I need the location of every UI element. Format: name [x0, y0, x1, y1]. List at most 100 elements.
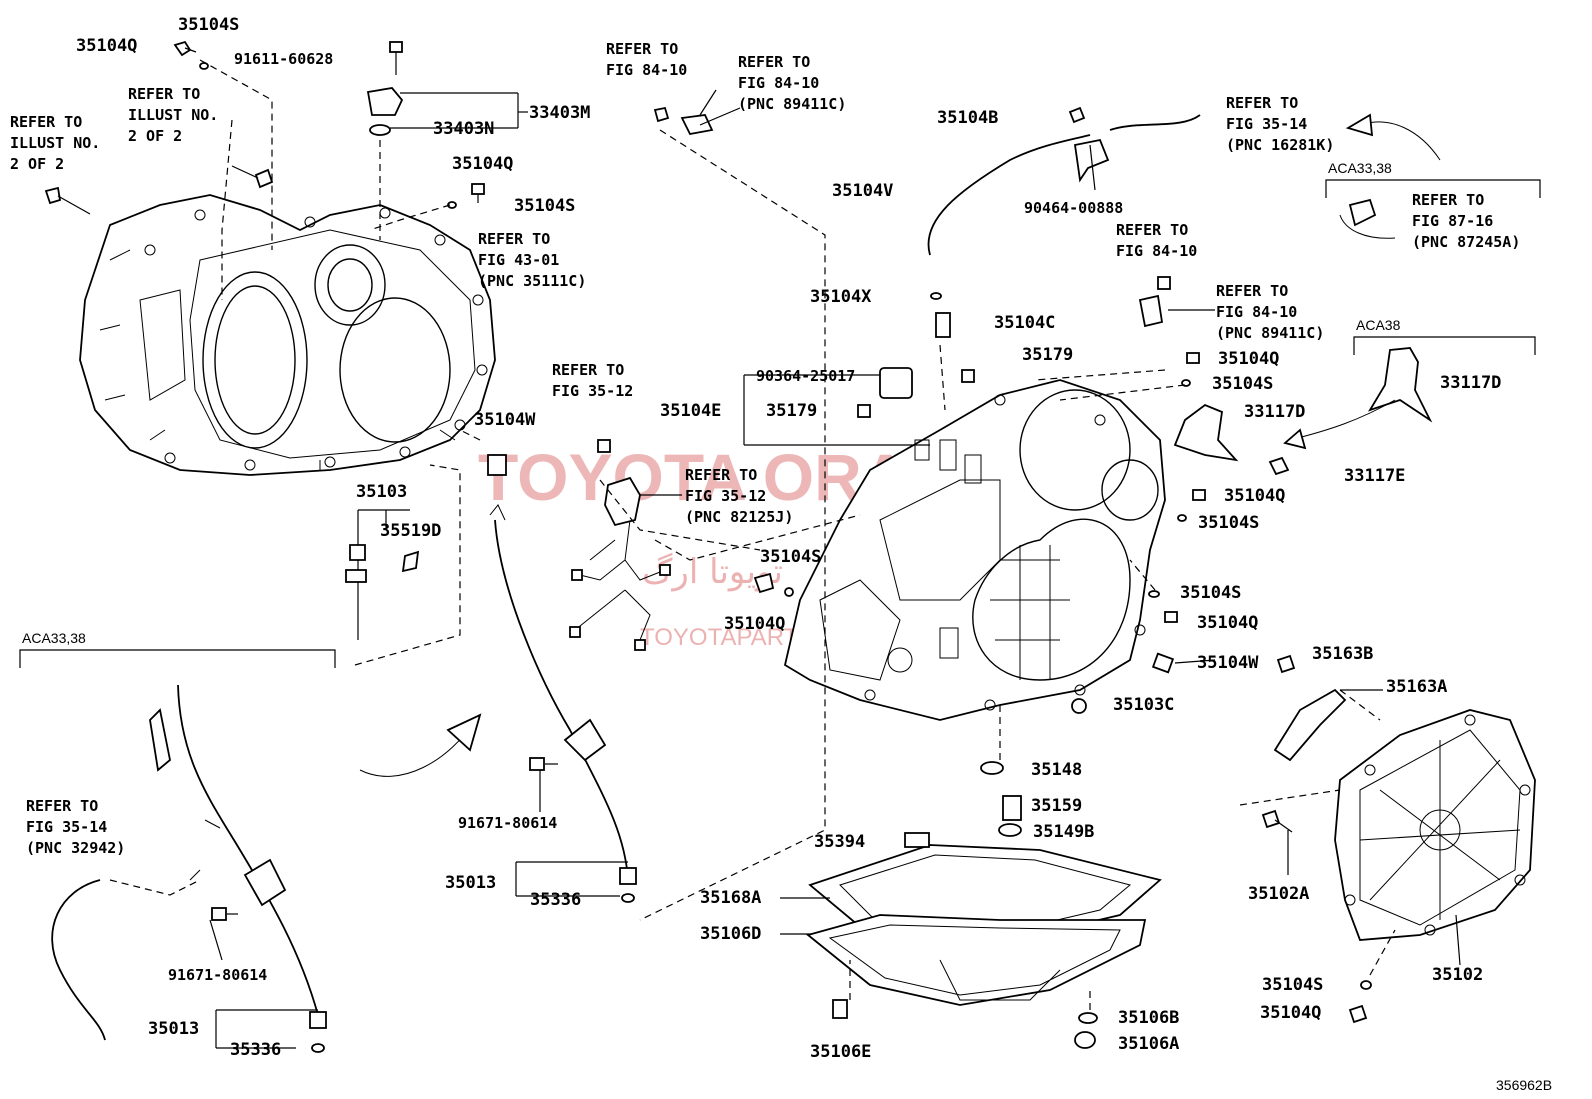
ref-note: FIG 35-14	[1226, 115, 1307, 133]
part-label: 35104S	[1198, 513, 1259, 533]
small-parts	[44, 40, 1433, 1053]
part-label: 35148	[1031, 760, 1082, 780]
part-label: 35106D	[700, 924, 761, 944]
part-label: 35149B	[1033, 822, 1094, 842]
ref-note: (PNC 35111C)	[478, 272, 586, 290]
ref-note: REFER TO	[1226, 94, 1298, 112]
part-label: 35394	[814, 832, 865, 852]
part-label: 35159	[1031, 796, 1082, 816]
part-label: 33117D	[1244, 402, 1305, 422]
part-label: 35104C	[994, 313, 1055, 333]
ref-note: REFER TO	[128, 85, 200, 103]
ref-note: FIG 35-14	[26, 818, 107, 836]
ref-note: ILLUST NO.	[128, 106, 218, 124]
part-label: 91611-60628	[234, 50, 333, 68]
part-label: 35104Q	[452, 154, 513, 174]
part-label: 35336	[230, 1040, 281, 1060]
ref-note: (PNC 82125J)	[685, 508, 793, 526]
part-label: 35103C	[1113, 695, 1174, 715]
part-label: 90464-00888	[1024, 199, 1123, 217]
part-label: 35106E	[810, 1042, 871, 1062]
part-labels: 35104Q 35104S 91611-60628 33403M 33403N …	[76, 15, 1501, 1062]
part-label: 35106A	[1118, 1034, 1179, 1054]
ref-note: 2 OF 2	[10, 155, 64, 173]
side-cover-drawing	[1273, 688, 1536, 941]
ref-note: FIG 35-12	[552, 382, 633, 400]
ref-note: REFER TO	[26, 797, 98, 815]
part-label: 35104Q	[1197, 613, 1258, 633]
part-label: 35104V	[832, 181, 893, 201]
part-label: 35104Q	[1260, 1003, 1321, 1023]
dipstick-tube-center	[489, 504, 637, 885]
oil-pan-drawing	[806, 832, 1162, 1006]
ref-note: 2 OF 2	[128, 127, 182, 145]
part-label: 35102	[1432, 965, 1483, 985]
breather-hose-left	[51, 879, 106, 1041]
ref-note: REFER TO	[738, 53, 810, 71]
ref-note: (PNC 32942)	[26, 839, 125, 857]
ref-note: ILLUST NO.	[10, 134, 100, 152]
part-label: 35104S	[1262, 975, 1323, 995]
wire-harness	[569, 476, 671, 651]
part-label: 35013	[445, 873, 496, 893]
part-label: 90364-25017	[756, 367, 855, 385]
ref-note: REFER TO	[685, 466, 757, 484]
ref-note: REFER TO	[552, 361, 624, 379]
ref-note: FIG 84-10	[738, 74, 819, 92]
part-label: 35103	[356, 482, 407, 502]
figure-id: 356962B	[1496, 1077, 1552, 1093]
ref-note: FIG 84-10	[1116, 242, 1197, 260]
part-label: 35104S	[514, 196, 575, 216]
ref-note: FIG 35-12	[685, 487, 766, 505]
part-label: 35336	[530, 890, 581, 910]
ref-note: FIG 84-10	[606, 61, 687, 79]
variant-label-right: ACA33,38	[1328, 160, 1392, 176]
dipstick-tube-left	[149, 684, 327, 1029]
part-label: 35104B	[937, 108, 998, 128]
transaxle-housing-drawing	[79, 194, 496, 476]
ref-note: REFER TO	[1216, 282, 1288, 300]
part-label: 35106B	[1118, 1008, 1179, 1028]
flow-arrows	[359, 113, 1441, 777]
part-label: 91671-80614	[458, 814, 557, 832]
ref-note: (PNC 16281K)	[1226, 136, 1334, 154]
part-label: 33117E	[1344, 466, 1405, 486]
ref-note: REFER TO	[1116, 221, 1188, 239]
part-label: 35013	[148, 1019, 199, 1039]
variant-brackets: ACA33,38 ACA33,38 ACA38	[19, 160, 1541, 668]
variant-label-left: ACA33,38	[22, 630, 86, 646]
part-label: 35104Q	[1224, 486, 1285, 506]
part-label: 35104W	[474, 410, 536, 430]
part-label: 35179	[1022, 345, 1073, 365]
part-label: 35102A	[1248, 884, 1309, 904]
variant-label-right2: ACA38	[1356, 317, 1401, 333]
part-label: 35104Q	[76, 36, 137, 56]
ref-note: FIG 87-16	[1412, 212, 1493, 230]
part-label: 35104X	[810, 287, 872, 307]
ref-note: REFER TO	[1412, 191, 1484, 209]
ref-note: REFER TO	[606, 40, 678, 58]
ref-note: REFER TO	[478, 230, 550, 248]
reference-notes: REFER TO ILLUST NO. 2 OF 2 REFER TO ILLU…	[10, 40, 1520, 857]
part-label: 35163B	[1312, 644, 1373, 664]
ref-note: (PNC 89411C)	[738, 95, 846, 113]
ref-note: (PNC 87245A)	[1412, 233, 1520, 251]
part-label: 35104W	[1197, 653, 1259, 673]
ref-note: FIG 43-01	[478, 251, 559, 269]
part-label: 35104E	[660, 401, 721, 421]
part-label: 35163A	[1386, 677, 1447, 697]
part-label: 35104S	[760, 547, 821, 567]
ref-note: REFER TO	[10, 113, 82, 131]
breather-hose-upper	[927, 114, 1201, 256]
part-label: 35168A	[700, 888, 761, 908]
leader-lines	[109, 59, 1461, 1049]
ref-note: (PNC 89411C)	[1216, 324, 1324, 342]
transaxle-assembly-drawing	[783, 379, 1166, 721]
part-label: 35519D	[380, 521, 441, 541]
part-label: 35104S	[1212, 374, 1273, 394]
part-label: 35104Q	[724, 614, 785, 634]
part-label: 35179	[766, 401, 817, 421]
ref-note: FIG 84-10	[1216, 303, 1297, 321]
part-label: 35104Q	[1218, 349, 1279, 369]
